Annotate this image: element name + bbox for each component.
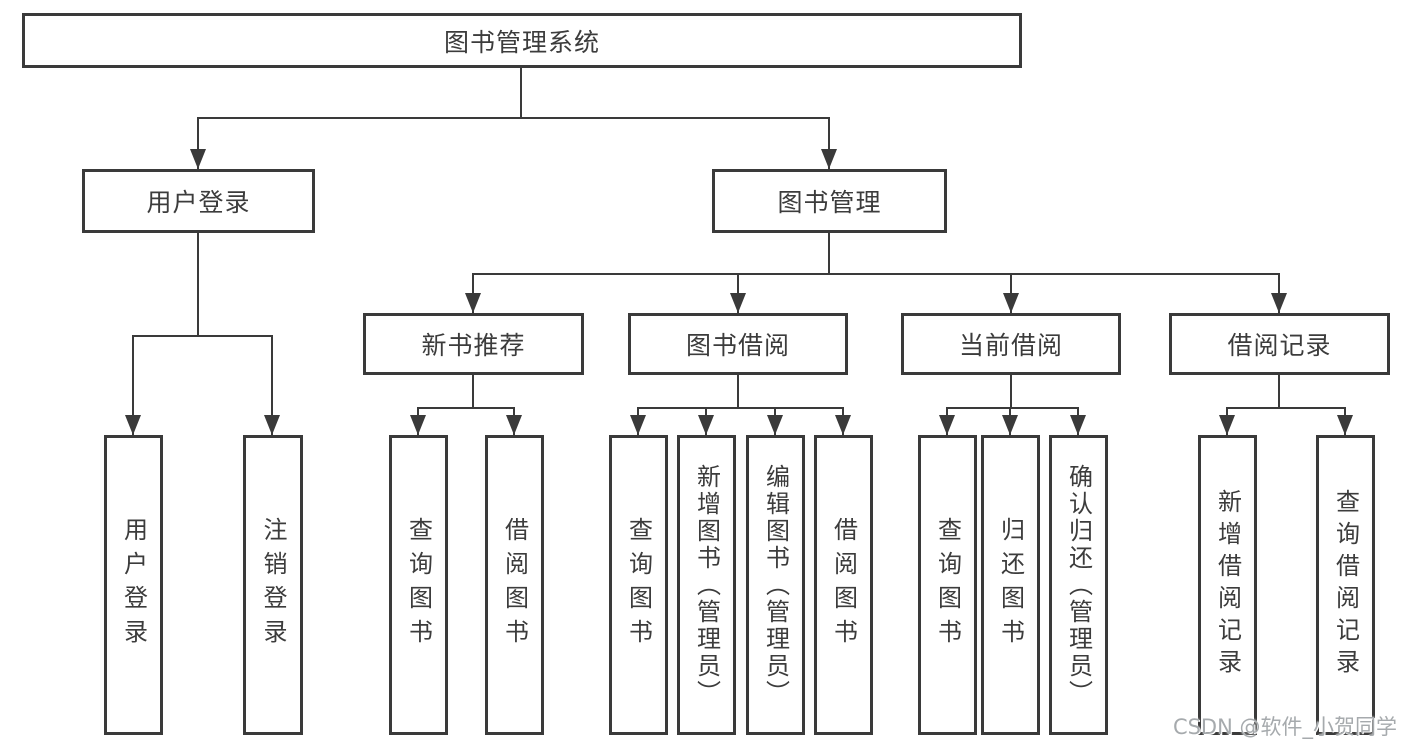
arrowhead-icon: [1070, 415, 1086, 435]
node-user-login: 用户登录: [82, 169, 315, 233]
connector-line: [132, 335, 273, 337]
node-label: 图书管理系统: [443, 27, 600, 57]
leaf-cb-return-book: 归还图书: [981, 435, 1040, 735]
arrowhead-icon: [1002, 415, 1018, 435]
connector-line: [520, 68, 522, 118]
arrowhead-icon: [264, 415, 280, 435]
leaf-label: 查询借阅记录: [1331, 489, 1360, 681]
arrowhead-icon: [698, 415, 714, 435]
node-label: 当前借阅: [958, 331, 1063, 360]
leaf-user-login: 用户登录: [104, 435, 163, 735]
node-book-management: 图书管理: [712, 169, 947, 233]
node-root: 图书管理系统: [22, 13, 1022, 68]
node-label: 图书借阅: [685, 331, 790, 360]
leaf-label: 查询图书: [404, 517, 433, 653]
leaf-label: 注销登录: [259, 517, 287, 653]
node-label: 新书推荐: [421, 331, 526, 360]
connector-line: [828, 117, 830, 169]
connector-line: [1278, 375, 1280, 407]
connector-line: [197, 233, 199, 335]
arrowhead-icon: [630, 415, 646, 435]
arrowhead-icon: [730, 293, 746, 313]
connector-line: [132, 335, 134, 435]
node-label: 图书管理: [777, 188, 882, 217]
leaf-label: 归还图书: [996, 517, 1025, 653]
leaf-label: 编辑图书（管理员）: [761, 463, 790, 707]
connector-line: [637, 407, 844, 409]
leaf-label: 查询图书: [624, 517, 653, 653]
arrowhead-icon: [190, 149, 206, 169]
arrowhead-icon: [506, 415, 522, 435]
leaf-bb-borrow-book: 借阅图书: [814, 435, 873, 735]
arrowhead-icon: [939, 415, 955, 435]
arrowhead-icon: [835, 415, 851, 435]
node-current-borrow: 当前借阅: [901, 313, 1121, 375]
arrowhead-icon: [1219, 415, 1235, 435]
leaf-label: 查询图书: [933, 517, 962, 653]
leaf-br-add-record: 新增借阅记录: [1198, 435, 1257, 735]
connector-line: [197, 117, 199, 169]
node-borrow-record: 借阅记录: [1169, 313, 1390, 375]
arrowhead-icon: [1003, 293, 1019, 313]
node-label: 用户登录: [146, 188, 251, 217]
leaf-cb-query-book: 查询图书: [918, 435, 977, 735]
connector-line: [737, 375, 739, 407]
connector-line: [1226, 407, 1346, 409]
node-new-book-recommend: 新书推荐: [363, 313, 584, 375]
connector-line: [946, 407, 1079, 409]
leaf-logout: 注销登录: [243, 435, 303, 735]
connector-line: [472, 273, 1280, 275]
arrowhead-icon: [465, 293, 481, 313]
connector-line: [417, 407, 515, 409]
arrowhead-icon: [1271, 293, 1287, 313]
leaf-label: 确认归还（管理员）: [1064, 463, 1093, 707]
connector-line: [197, 117, 830, 119]
leaf-bb-query-book: 查询图书: [609, 435, 668, 735]
csdn-watermark: CSDN @软件_小贺同学: [1172, 715, 1397, 739]
arrowhead-icon: [410, 415, 426, 435]
connector-line: [1010, 375, 1012, 407]
arrowhead-icon: [1337, 415, 1353, 435]
leaf-label: 借阅图书: [500, 517, 529, 653]
connector-line: [472, 375, 474, 407]
node-label: 借阅记录: [1227, 331, 1332, 360]
leaf-bb-add-book-admin: 新增图书（管理员）: [677, 435, 736, 735]
node-book-borrow: 图书借阅: [628, 313, 848, 375]
leaf-br-query-record: 查询借阅记录: [1316, 435, 1375, 735]
leaf-nb-query-book: 查询图书: [389, 435, 448, 735]
arrowhead-icon: [821, 149, 837, 169]
leaf-label: 新增图书（管理员）: [692, 463, 721, 707]
leaf-label: 新增借阅记录: [1213, 489, 1242, 681]
leaf-label: 用户登录: [119, 517, 148, 653]
leaf-label: 借阅图书: [829, 517, 858, 653]
leaf-cb-confirm-return-admin: 确认归还（管理员）: [1049, 435, 1108, 735]
connector-line: [271, 335, 273, 435]
leaf-nb-borrow-book: 借阅图书: [485, 435, 544, 735]
leaf-bb-edit-book-admin: 编辑图书（管理员）: [746, 435, 805, 735]
arrowhead-icon: [125, 415, 141, 435]
arrowhead-icon: [767, 415, 783, 435]
connector-line: [828, 233, 830, 273]
